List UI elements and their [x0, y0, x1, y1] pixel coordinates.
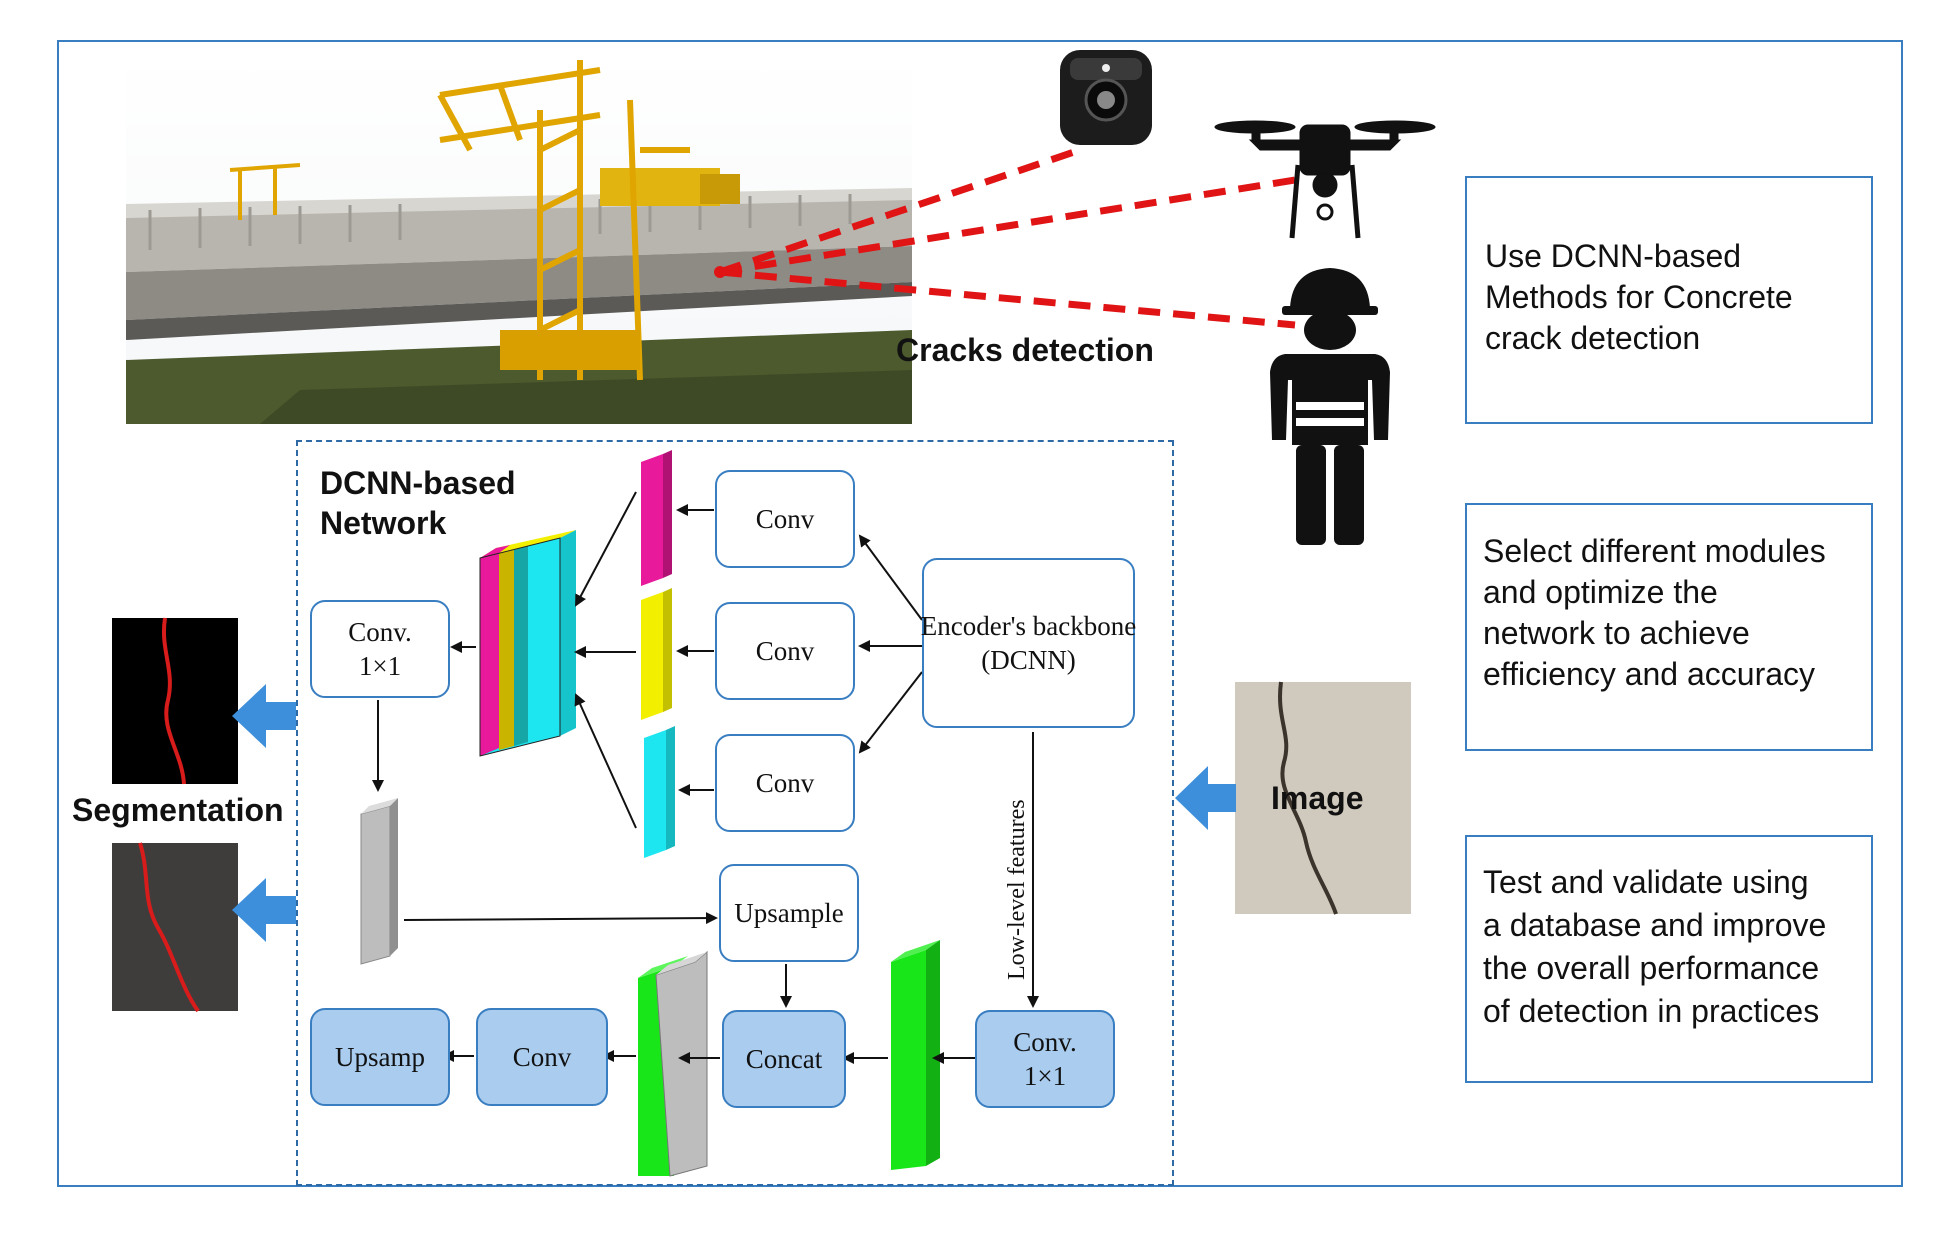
network-title-line2: Network — [320, 505, 447, 541]
detection-lines — [718, 146, 1296, 329]
cracks-detection-label: Cracks detection — [896, 332, 1154, 368]
camera-icon — [1060, 50, 1152, 145]
input-arrow-icon — [1175, 766, 1236, 830]
low-level-features-label: Low-level features — [1004, 799, 1030, 980]
goal-box-line: Select different modules — [1483, 533, 1826, 569]
worker-icon — [1270, 268, 1390, 545]
conv1x1-left-line1: Conv. — [348, 617, 412, 647]
goal-box-line: a database and improve — [1483, 907, 1827, 943]
green-gray-feature-stack — [638, 950, 708, 1177]
goal-box-line: Methods for Concrete — [1485, 279, 1793, 315]
conv1x1-left-line2: 1×1 — [358, 651, 402, 681]
yellow-feature-map — [641, 588, 672, 720]
network-title-line1: DCNN-based — [320, 465, 516, 501]
goal-box-line: efficiency and accuracy — [1483, 656, 1816, 692]
drone-icon — [1214, 120, 1436, 239]
dcnn-network-frame — [296, 440, 1174, 1186]
conv-block-top: Conv — [715, 470, 855, 568]
output-arrow-icons — [232, 684, 296, 942]
concat-feature-stack — [479, 530, 576, 757]
goal-box-line: the overall performance — [1483, 950, 1820, 986]
upsample-block: Upsample — [719, 864, 859, 962]
upsamp-block: Upsamp — [310, 1008, 450, 1106]
cyan-feature-map — [644, 726, 675, 858]
segmentation-output-images — [112, 617, 238, 1013]
concat-block: Concat — [722, 1010, 846, 1108]
connection-arrows — [372, 491, 1039, 1064]
input-crack-image — [1235, 681, 1411, 915]
goal-box-optimize: Select different modules and optimize th… — [1465, 503, 1873, 751]
goal-box-line: Test and validate using — [1483, 864, 1809, 900]
outer-frame — [57, 40, 1903, 1187]
goal-box-line: and optimize the — [1483, 574, 1718, 610]
goal-box-line: network to achieve — [1483, 615, 1750, 651]
image-label: Image — [1271, 780, 1364, 816]
conv1x1-right-block: Conv. 1×1 — [975, 1010, 1115, 1108]
conv-block-bottom: Conv — [715, 734, 855, 832]
conv1x1-left-block: Conv. 1×1 — [310, 600, 450, 698]
goal-box-line: of detection in practices — [1483, 993, 1820, 1029]
bridge-photo — [126, 58, 912, 424]
conv1x1-right-line2: 1×1 — [1023, 1061, 1067, 1091]
conv-block-bottom-row: Conv — [476, 1008, 608, 1106]
magenta-feature-map — [641, 450, 672, 586]
gray-feature-map — [360, 798, 398, 965]
conv-block-middle: Conv — [715, 602, 855, 700]
goal-box-dcnn-methods: Use DCNN-based Methods for Concrete crac… — [1465, 176, 1873, 424]
conv1x1-right-line1: Conv. — [1013, 1027, 1077, 1057]
goal-box-line: Use DCNN-based — [1485, 238, 1742, 274]
goal-box-line: crack detection — [1485, 320, 1701, 356]
segmentation-label: Segmentation — [72, 792, 284, 828]
encoder-backbone-block: Encoder's backbone (DCNN) — [920, 558, 1137, 728]
network-title: DCNN-based Network — [320, 463, 516, 543]
encoder-line2: (DCNN) — [981, 645, 1076, 675]
goal-box-validate: Test and validate using a database and i… — [1465, 835, 1873, 1083]
encoder-line1: Encoder's backbone — [920, 611, 1137, 641]
